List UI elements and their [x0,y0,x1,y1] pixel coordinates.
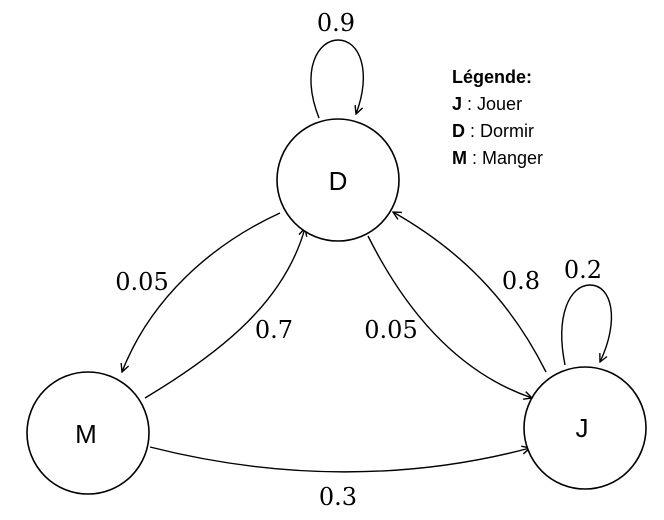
legend-text: Dormir [480,121,535,141]
edge-label-d-m: 0.05 [115,268,168,296]
edge-j-j [561,284,613,366]
edge-d-m [122,212,281,372]
edge-label-j-j: 0.2 [564,256,602,284]
legend-title: Légende: [452,67,533,87]
node-m-label: M [75,419,97,449]
legend-item-m: M : Manger [452,145,543,172]
edge-d-d [310,39,364,119]
edge-label-j-d: 0.8 [502,267,540,295]
node-m: M [26,371,150,495]
edge-label-m-d: 0.7 [255,316,293,344]
legend-item-d: D : Dormir [452,118,543,145]
legend-key: J [452,94,463,114]
node-d-label: D [329,166,348,196]
legend-key: D [452,121,465,141]
edge-label-d-j: 0.05 [364,316,417,344]
edge-label-m-j: 0.3 [319,483,357,511]
edge-label-d-d: 0.9 [317,9,355,37]
legend-sep: : [465,121,481,141]
legend-text: Jouer [477,94,523,114]
legend-key: M [452,148,467,168]
legend-text: Manger [482,148,544,168]
edge-m-d [144,228,305,399]
node-j-label: J [576,413,589,443]
legend-item-j: J : Jouer [452,91,543,118]
node-d: D [276,118,400,242]
edge-d-j [367,235,532,398]
legend-sep: : [467,148,483,168]
node-j: J [523,366,647,490]
legend: Légende: J : Jouer D : Dormir M : Manger [452,64,543,172]
legend-sep: : [462,94,478,114]
edge-m-j [149,447,530,473]
edge-j-d [393,212,547,373]
